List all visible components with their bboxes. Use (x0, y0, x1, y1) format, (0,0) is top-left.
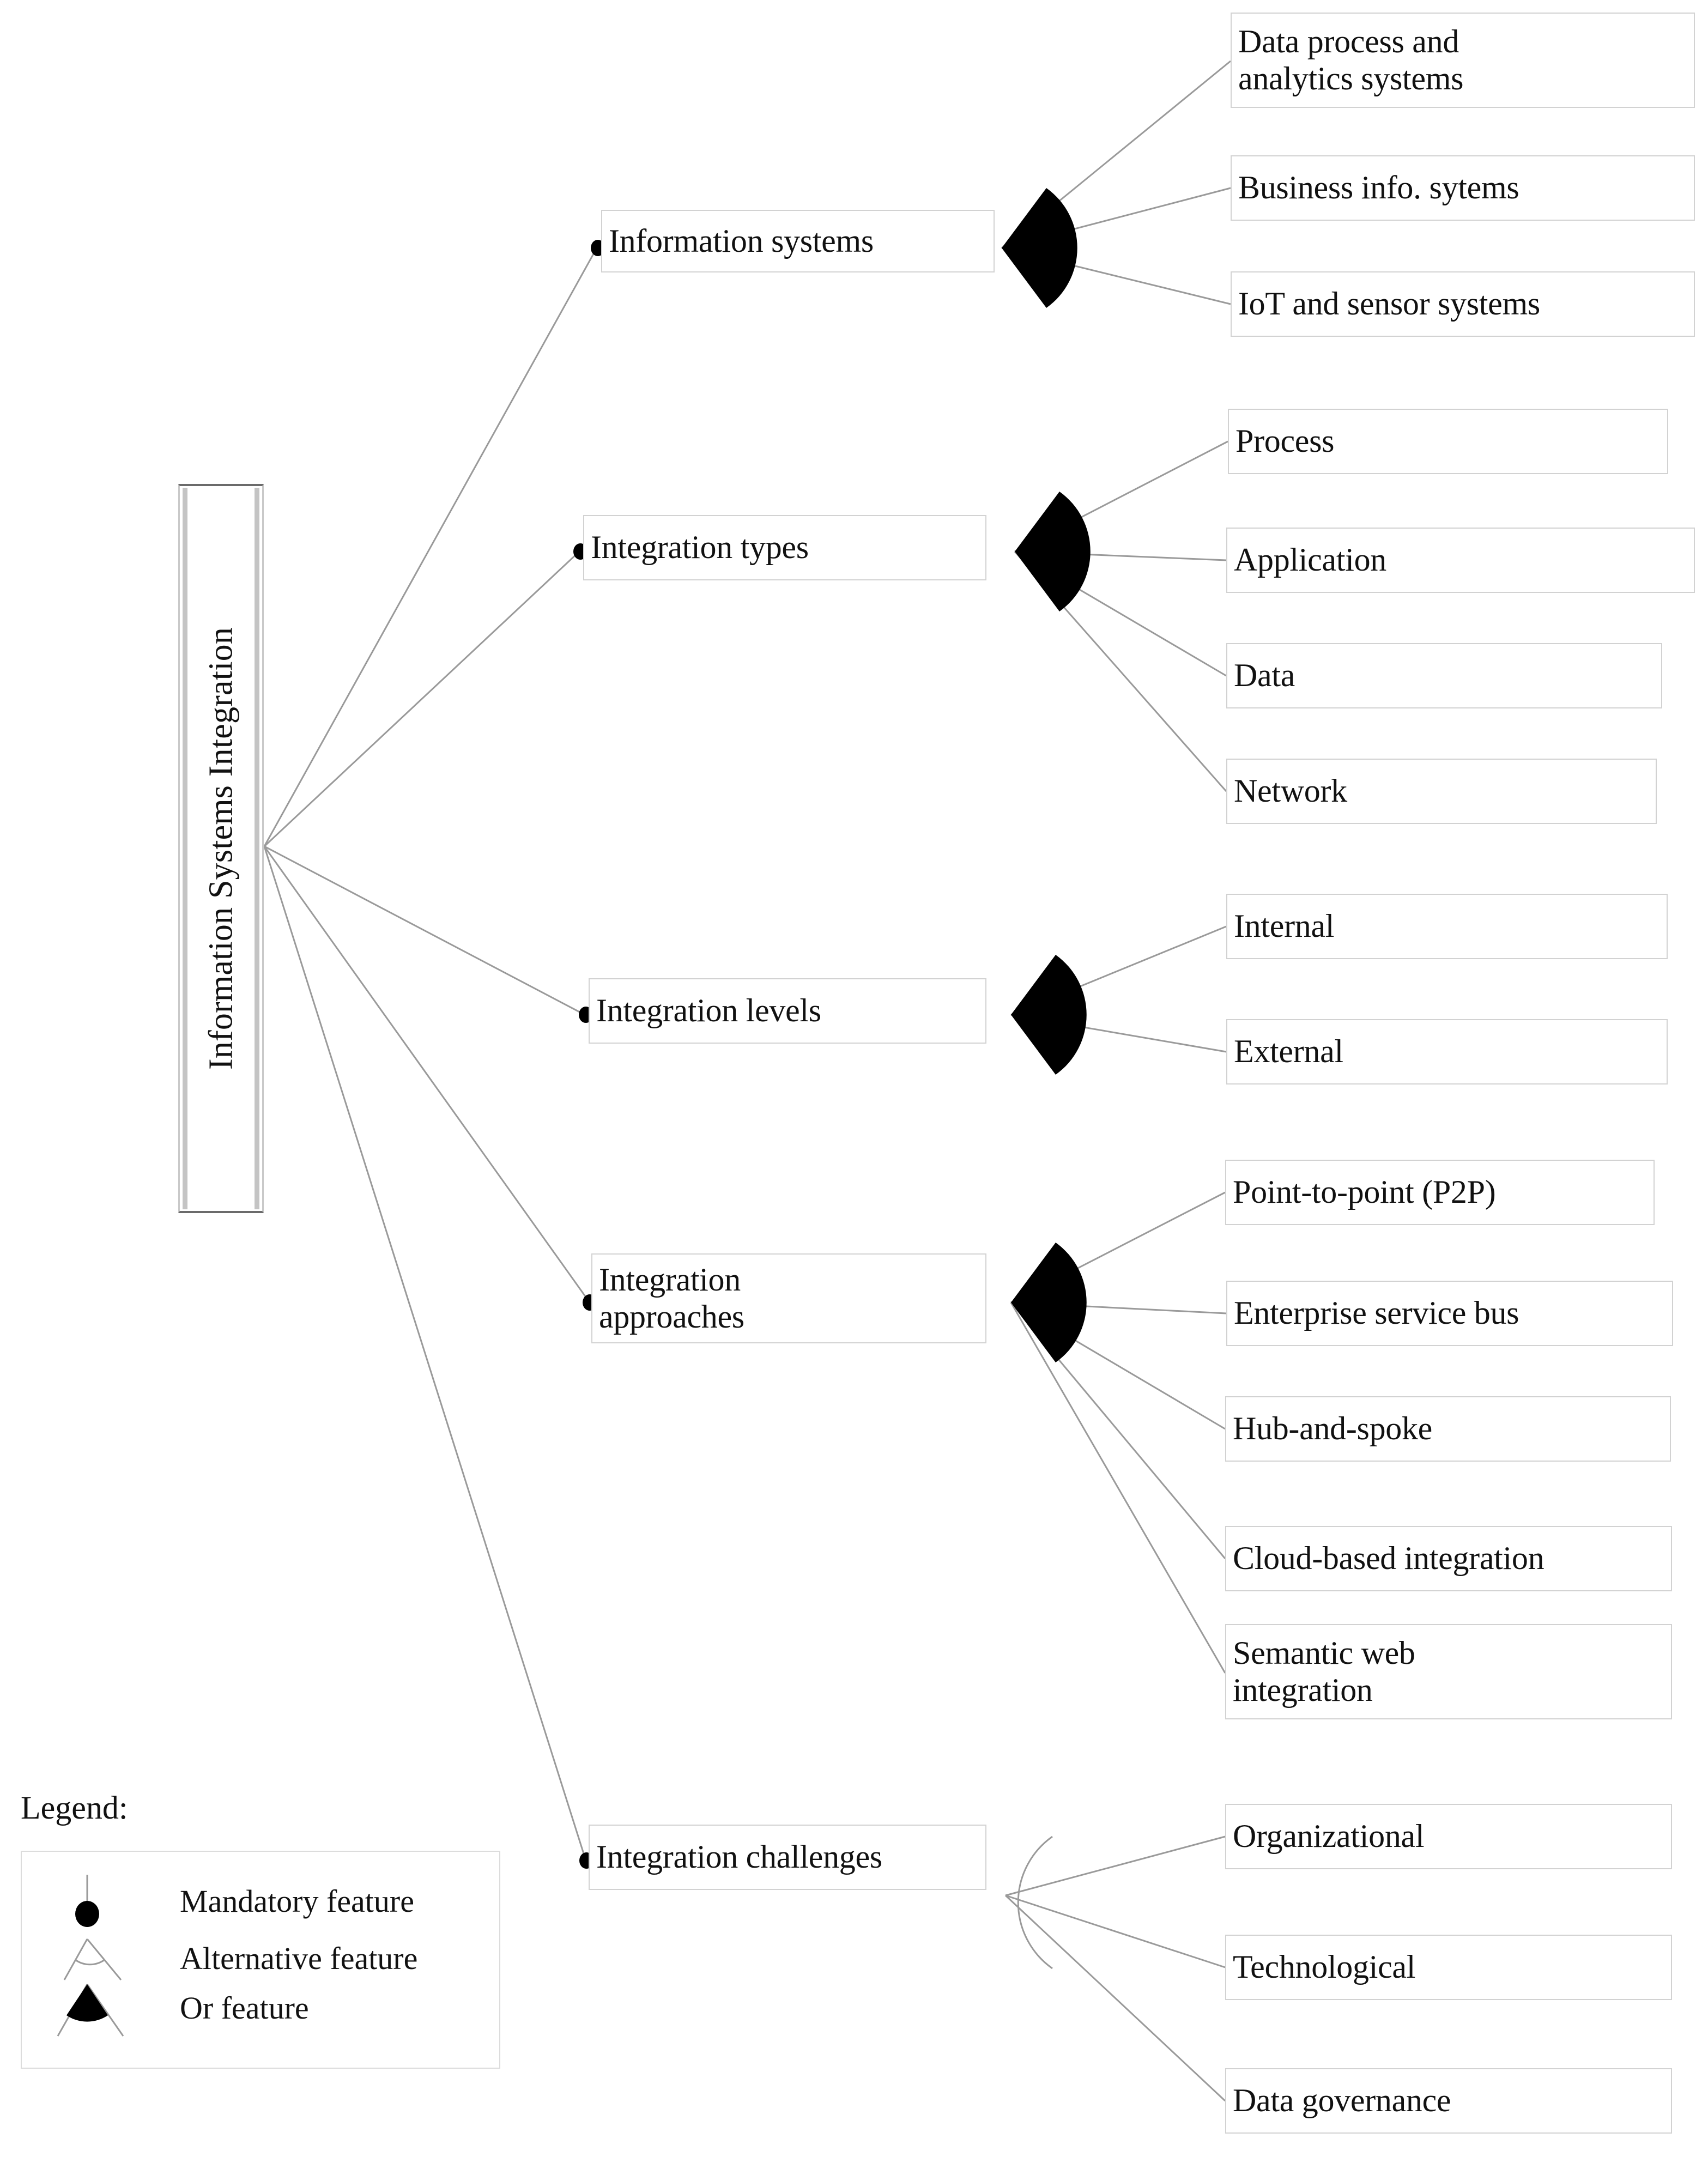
edge-it-data (1014, 550, 1227, 677)
legend-label-alternative: Alternative feature (180, 1941, 418, 1976)
feature-label-point-to-point: Point-to-point (P2P) (1233, 1174, 1496, 1210)
feature-box-cloud-based-integration[interactable]: Cloud-based integration (1225, 1526, 1672, 1591)
or-filled-arc-icon (57, 1984, 124, 2037)
edge-il-internal (1010, 925, 1227, 1016)
feature-box-integration-challenges[interactable]: Integration challenges (589, 1825, 986, 1890)
feature-box-data-governance[interactable]: Data governance (1225, 2068, 1672, 2134)
edge-it-network (1014, 551, 1227, 792)
edge-root-information-systems (263, 247, 598, 847)
edge-it-process (1014, 440, 1228, 553)
alternative-arc-icon (63, 1938, 122, 1980)
edge-il-external (1010, 1014, 1227, 1053)
feature-label-technological: Technological (1233, 1949, 1416, 1985)
feature-label-integration-challenges: Integration challenges (596, 1839, 882, 1875)
feature-label-iot-sensor-systems: IoT and sensor systems (1238, 286, 1540, 322)
feature-label-data-governance: Data governance (1233, 2082, 1451, 2119)
feature-box-enterprise-service-bus[interactable]: Enterprise service bus (1226, 1281, 1673, 1346)
feature-box-information-systems[interactable]: Information systems (601, 210, 995, 272)
feature-box-semantic-web-integration[interactable]: Semantic web integration (1225, 1624, 1672, 1719)
or-marker-integration-types (1015, 492, 1091, 611)
feature-box-integration-approaches[interactable]: Integration approaches (591, 1253, 986, 1343)
feature-box-hub-and-spoke[interactable]: Hub-and-spoke (1225, 1396, 1671, 1462)
feature-box-business-info-systems[interactable]: Business info. sytems (1231, 155, 1695, 221)
legend-icon-layer (57, 1875, 124, 2037)
edge-is-iot-sensor (1001, 247, 1231, 305)
alternative-marker-integration-challenges (1017, 1835, 1053, 1970)
feature-label-integration-approaches: Integration approaches (599, 1262, 744, 1335)
edge-root-integration-approaches (263, 846, 591, 1303)
or-marker-information-systems (1002, 188, 1077, 308)
edge-ic-data-governance (1004, 1894, 1226, 2102)
feature-box-technological[interactable]: Technological (1225, 1935, 1672, 2000)
feature-label-internal: Internal (1234, 908, 1335, 944)
legend-title: Legend: (21, 1790, 128, 1826)
feature-box-integration-types[interactable]: Integration types (583, 515, 986, 580)
feature-label-network: Network (1234, 773, 1347, 809)
feature-label-hub-and-spoke: Hub-and-spoke (1233, 1410, 1433, 1447)
feature-box-integration-levels[interactable]: Integration levels (589, 978, 986, 1044)
edge-ic-organizational (1005, 1835, 1226, 1897)
edge-root-integration-levels (264, 845, 585, 1016)
feature-label-process: Process (1235, 423, 1335, 459)
feature-label-data: Data (1234, 657, 1295, 694)
legend-label-or: Or feature (180, 1990, 309, 2026)
mandatory-dot-icon (75, 1875, 99, 1927)
feature-box-application[interactable]: Application (1226, 528, 1695, 593)
root-feature-box[interactable]: Information Systems Integration (178, 484, 264, 1213)
feature-box-internal[interactable]: Internal (1226, 894, 1668, 959)
edge-ia-esb (1010, 1301, 1227, 1314)
edge-is-business-info (1001, 187, 1231, 249)
or-marker-integration-levels (1011, 955, 1087, 1075)
feature-label-external: External (1234, 1033, 1343, 1070)
edge-root-integration-challenges (263, 846, 587, 1861)
feature-box-network[interactable]: Network (1226, 759, 1657, 824)
feature-box-data-process-analytics[interactable]: Data process and analytics systems (1231, 13, 1695, 108)
legend-label-mandatory: Mandatory feature (180, 1883, 414, 1919)
feature-box-external[interactable]: External (1226, 1019, 1668, 1084)
feature-label-semantic-web-integration: Semantic web integration (1233, 1635, 1415, 1708)
legend-box: Mandatory feature Alternative feature Or… (21, 1851, 500, 2069)
feature-label-enterprise-service-bus: Enterprise service bus (1234, 1295, 1519, 1331)
feature-label-data-process-analytics: Data process and analytics systems (1238, 23, 1464, 96)
edge-ia-semantic-web (1010, 1302, 1226, 1674)
edge-is-data-process (1001, 60, 1231, 249)
or-marker-integration-approaches (1011, 1243, 1087, 1362)
feature-label-business-info-systems: Business info. sytems (1238, 169, 1519, 206)
edge-ic-technological (1005, 1894, 1226, 1968)
feature-label-integration-types: Integration types (591, 529, 809, 566)
feature-box-process[interactable]: Process (1228, 409, 1668, 474)
root-feature-label: Information Systems Integration (202, 627, 239, 1070)
edge-ia-cloud-based (1010, 1302, 1226, 1559)
feature-label-organizational: Organizational (1233, 1818, 1425, 1855)
feature-box-data[interactable]: Data (1226, 643, 1662, 708)
feature-label-information-systems: Information systems (609, 222, 874, 259)
edge-root-integration-types (263, 550, 580, 847)
edge-ia-p2p (1010, 1191, 1226, 1304)
feature-label-application: Application (1234, 542, 1386, 578)
edge-ia-hub-spoke (1010, 1301, 1226, 1430)
feature-box-organizational[interactable]: Organizational (1225, 1804, 1672, 1869)
feature-box-iot-sensor-systems[interactable]: IoT and sensor systems (1231, 271, 1695, 337)
feature-label-integration-levels: Integration levels (596, 992, 821, 1029)
feature-label-cloud-based-integration: Cloud-based integration (1233, 1540, 1545, 1577)
feature-box-point-to-point[interactable]: Point-to-point (P2P) (1225, 1160, 1655, 1225)
edge-it-application (1014, 550, 1227, 561)
